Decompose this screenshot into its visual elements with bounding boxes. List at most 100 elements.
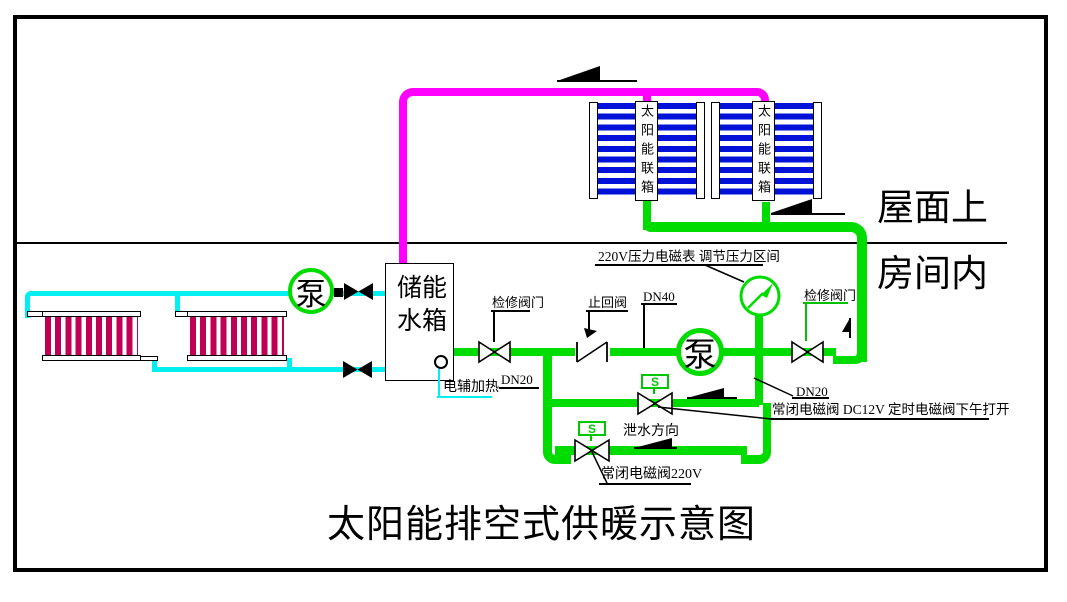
pump-outlet-valve: [344, 283, 373, 300]
solenoid-220v-leader: [591, 451, 608, 484]
service-valve-right: [791, 340, 824, 364]
supply-pipe-corner-right: [749, 88, 769, 112]
solenoid-valve-220v: [574, 438, 610, 463]
radiator1-return-drop: [152, 358, 157, 370]
check-valve-underline: [586, 310, 628, 312]
flow-arrow-drain: [634, 438, 672, 448]
gauge-leader-line: [704, 264, 745, 283]
pump-outlet-connector: [334, 288, 343, 297]
storage-tank: 储能 水箱: [385, 263, 454, 381]
dn20-bypass-leader: [753, 377, 794, 397]
pressure-gauge: [739, 275, 781, 317]
dn40-label: DN40: [643, 289, 675, 304]
supply-pipe-tee-collector1: [643, 92, 651, 103]
radiator1-bottom-header: [42, 355, 141, 361]
gauge-label-underline: [595, 264, 763, 266]
dn20-tank-label: DN20: [501, 372, 533, 387]
flow-arrow-bypass-line: [687, 397, 737, 399]
check-valve: [575, 341, 609, 363]
bypass-corner-left: [543, 352, 571, 464]
radiator1-outlet-stub: [140, 356, 158, 361]
supply-pipe-run: [399, 88, 757, 271]
solenoid-dc12v-leader: [657, 406, 772, 420]
solenoid-220v-underline: [599, 483, 691, 485]
collector2-fins-right: [774, 103, 815, 199]
collector1-endbar-right: [696, 102, 705, 199]
service-valve-right-label: 检修阀门: [804, 288, 857, 303]
return-stub-collector1: [643, 200, 651, 230]
drain-corner-right: [741, 403, 771, 464]
collector1-label: 太阳能联箱: [639, 103, 654, 199]
collector2-endbar-right: [813, 102, 822, 199]
circulation-pump-left: 泵: [288, 268, 334, 314]
tank-label-line2: 水箱: [397, 308, 448, 335]
dn20-bypass-label: DN20: [796, 384, 828, 399]
solenoid2-symbol: S: [587, 421, 596, 436]
return-downpipe: [750, 222, 867, 362]
flow-arrow-return-line: [771, 213, 845, 215]
check-valve-leader-arrow: [584, 328, 597, 338]
roof-room-separator-line: [15, 242, 1007, 244]
service-valve-right-leader: [805, 302, 807, 341]
flow-arrow-drain-line: [634, 447, 677, 449]
service-valve-left: [478, 340, 511, 364]
radiator-supply-line: [25, 291, 293, 318]
drain-direction-label: 泄水方向: [623, 424, 679, 439]
electric-heater-port: [434, 355, 448, 369]
heater-leader-underline: [437, 396, 492, 398]
solenoid1-stem: [653, 387, 655, 394]
collector1-endbar-left: [589, 102, 598, 199]
drain-line: [555, 446, 747, 455]
pump-right-label: 泵: [683, 338, 717, 374]
dn20-tank-underline: [499, 387, 539, 389]
collector2-fins-left: [719, 103, 753, 199]
solenoid-220v-label: 常闭电磁阀220V: [601, 467, 703, 482]
dn40-leader: [643, 303, 645, 348]
radiator2-return-drop: [287, 358, 292, 370]
electric-heater-label: 电辅加热: [443, 380, 499, 395]
collector2-endbar-left: [711, 102, 720, 199]
return-stub-collector2: [762, 202, 770, 230]
solenoid2-stem: [590, 434, 592, 441]
main-line-left: [454, 348, 575, 356]
room-zone-label: 房间内: [877, 254, 988, 295]
solenoid2-coil-box: S: [578, 421, 606, 436]
heater-leader-v: [438, 369, 440, 397]
service-valve-left-underline: [491, 310, 530, 312]
radiator2-top-header: [187, 311, 287, 317]
check-valve-label: 止回阀: [588, 295, 628, 310]
service-valve-left-label: 检修阀门: [492, 295, 545, 310]
collector1-fins-left: [597, 103, 636, 199]
gauge-stem-pipe: [755, 313, 763, 405]
circulation-pump-right: 泵: [676, 328, 724, 376]
solenoid1-symbol: S: [650, 374, 659, 389]
diagram-title: 太阳能排空式供暖示意图: [327, 504, 757, 546]
service-valve-left-leader: [493, 310, 495, 342]
roof-zone-label: 屋面上: [877, 188, 988, 229]
drawing-frame: [13, 15, 1048, 572]
radiator1-fins: [45, 317, 138, 355]
solenoid-dc12v-underline: [771, 418, 989, 420]
radiator2-bottom-header: [187, 355, 287, 361]
radiator-return-line: [152, 367, 385, 372]
flow-arrow-supply-line: [557, 80, 637, 82]
radiator1-top-header: [42, 311, 141, 317]
dn40-underline: [641, 303, 677, 305]
collector2-header-box: 太阳能联箱: [752, 101, 775, 201]
radiator2-fins: [190, 317, 284, 355]
flow-arrow-bypass: [687, 388, 724, 398]
return-roof-line: [645, 222, 805, 232]
pump-left-label: 泵: [295, 276, 327, 312]
solenoid-dc12v-label: 常闭电磁阀 DC12V 定时电磁阀下午打开: [772, 402, 1010, 417]
flow-arrow-up: [842, 318, 850, 332]
pump-to-tank-line: [330, 291, 385, 296]
check-valve-leader: [588, 310, 590, 330]
radiator-return-valve: [343, 361, 372, 378]
solenoid1-coil-box: S: [641, 374, 669, 389]
collector1-fins-right: [657, 103, 698, 199]
radiator2-supply-drop: [175, 293, 180, 313]
dn20-bypass-underline: [792, 397, 829, 399]
gauge-label: 220V压力电磁表 调节压力区间: [598, 249, 780, 264]
return-downpipe-elbow: [833, 330, 867, 364]
